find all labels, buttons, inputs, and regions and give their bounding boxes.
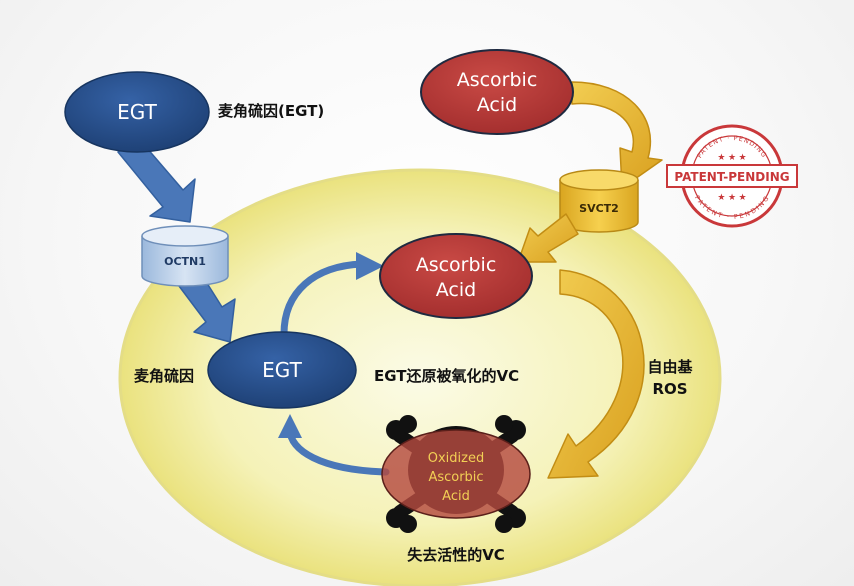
stamp-stars-bottom: ★ ★ ★ xyxy=(717,192,746,202)
free-radical-label-line1: 自由基 xyxy=(647,358,693,376)
ascorbic-outside-line1: Ascorbic xyxy=(457,69,538,91)
svct2-transporter: SVCT2 xyxy=(559,169,639,233)
egt-inside-caption: 麦角硫因 xyxy=(134,367,194,385)
octn1-transporter: OCTN1 xyxy=(141,225,229,287)
oxidized-line2: Ascorbic xyxy=(428,470,483,485)
egt-inside-label: EGT xyxy=(262,358,302,382)
ascorbic-inside-line2: Acid xyxy=(436,279,476,301)
egt-node-outside: EGT xyxy=(64,71,210,153)
oxidized-ascorbic-acid-node: Oxidized Ascorbic Acid xyxy=(381,429,531,519)
oxidation-arrow xyxy=(547,269,645,479)
ascorbic-acid-node-outside: Ascorbic Acid xyxy=(420,49,574,135)
egt-reduce-arrow xyxy=(280,252,384,338)
octn1-label: OCTN1 xyxy=(164,255,206,268)
ascorbic-outside-line2: Acid xyxy=(477,94,517,116)
ascorbic-acid-node-inside: Ascorbic Acid xyxy=(379,233,533,319)
stamp-main-label: PATENT-PENDING xyxy=(674,170,789,184)
free-radical-label-line2: ROS xyxy=(652,380,687,398)
inactive-vc-caption: 失去活性的VC xyxy=(407,546,505,564)
stamp-stars-top: ★ ★ ★ xyxy=(717,152,746,162)
vc-uptake-arrow-bottom xyxy=(517,213,579,263)
oxidized-line1: Oxidized xyxy=(428,451,484,466)
vc-uptake-arrow-top xyxy=(571,81,663,189)
egt-outside-caption: 麦角硫因(EGT) xyxy=(218,102,324,120)
patent-pending-stamp: PATENT · PENDING PATENT · PENDING ★ ★ ★ … xyxy=(666,124,798,228)
egt-reduce-caption: EGT还原被氧化的VC xyxy=(374,367,519,385)
egt-node-inside: EGT xyxy=(207,331,357,409)
egt-outside-label: EGT xyxy=(117,100,157,124)
oxidized-line3: Acid xyxy=(442,489,470,504)
svct2-label: SVCT2 xyxy=(579,202,619,215)
ascorbic-inside-line1: Ascorbic xyxy=(416,254,497,276)
regeneration-arrow xyxy=(278,414,390,476)
